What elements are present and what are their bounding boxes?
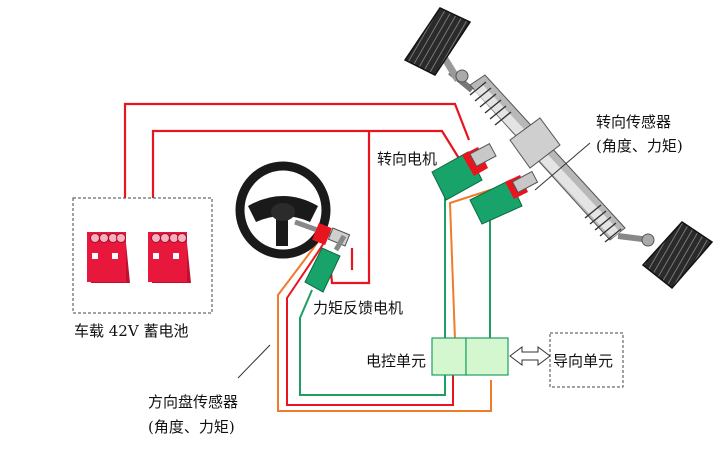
torque-feedback-motor-label: 力矩反馈电机 (313, 299, 404, 317)
wheel-lower (641, 221, 714, 290)
guide-unit-label: 导向单元 (553, 352, 614, 370)
steering-wheel-sensor (312, 223, 351, 247)
signal-lines (277, 178, 519, 412)
steering-wheel (235, 161, 331, 259)
steering-sensor (469, 170, 539, 225)
battery-label: 车载 42V 蓄电池 (74, 322, 189, 340)
ecu-box (431, 337, 509, 376)
wheel-upper (403, 7, 472, 76)
wheel-sensor-title: 方向盘传感器 (148, 393, 239, 411)
steering-rack (429, 36, 655, 247)
steering-motor-label: 转向电机 (377, 150, 438, 168)
wheel-sensor-pointer (237, 344, 271, 379)
ecu-guide-arrow (509, 346, 551, 366)
battery-box (72, 197, 213, 314)
steering-sensor-detail: (角度、力矩) (596, 137, 683, 155)
guide-unit-box (549, 332, 624, 388)
steering-sensor-title: 转向传感器 (596, 113, 672, 131)
torque-feedback-motor (304, 234, 347, 293)
battery-cell-2 (148, 232, 191, 283)
steering-motor (431, 142, 497, 201)
battery-cell-1 (87, 232, 130, 283)
steering-sensor-pointer (534, 142, 591, 191)
ecu-label: 电控单元 (366, 352, 427, 370)
wheel-sensor-detail: (角度、力矩) (148, 418, 235, 436)
